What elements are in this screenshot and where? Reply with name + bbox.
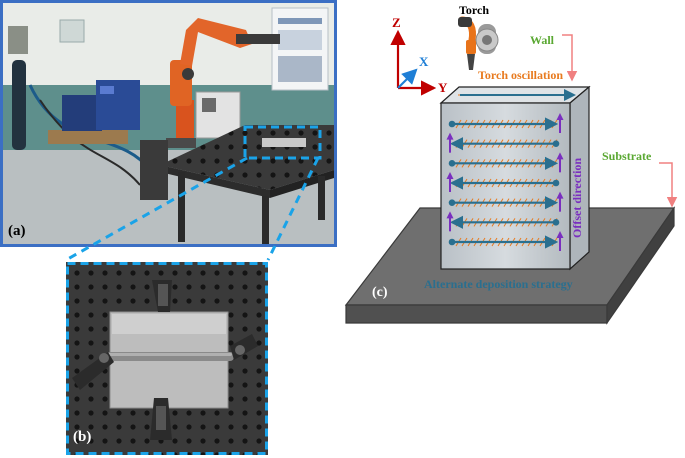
- offset-direction-label: Offset direction: [570, 158, 584, 238]
- offset-arrow: [446, 132, 454, 153]
- alternate-deposition-label: Alternate deposition strategy: [424, 277, 573, 291]
- pass-start-dot: [448, 238, 456, 246]
- offset-arrow: [556, 113, 564, 133]
- offset-arrow: [556, 152, 564, 173]
- zoom-connector-right: [266, 157, 320, 261]
- power-source-left: [62, 95, 102, 131]
- pass-start-dot: [448, 199, 456, 206]
- axis-x-label: X: [419, 54, 429, 69]
- deposition-passes: [448, 117, 560, 249]
- offset-arrow: [446, 211, 454, 232]
- zoom-frame: [66, 262, 268, 455]
- wall-label: Wall: [530, 33, 555, 47]
- substrate-side-face: [606, 206, 675, 325]
- pass-start-dot: [552, 179, 560, 187]
- substrate-pointer-arrow: [659, 162, 678, 208]
- wall-pointer-arrow: [562, 34, 578, 82]
- axis-z-label: Z: [392, 15, 401, 30]
- offset-arrow: [556, 231, 564, 251]
- gas-cylinder: [12, 60, 26, 150]
- panel-label-c: (c): [372, 285, 388, 300]
- zoom-region-box: [243, 125, 322, 160]
- substrate-label: Substrate: [602, 149, 652, 163]
- axis-y-label: Y: [438, 80, 448, 95]
- torch-label: Torch: [459, 3, 489, 17]
- clamp-bottom: [150, 398, 172, 440]
- clamp-right: [230, 334, 258, 360]
- clamp-top: [152, 280, 172, 312]
- pass-start-dot: [448, 120, 456, 128]
- offset-arrow: [446, 172, 454, 192]
- torch-icon: [458, 16, 499, 70]
- substrate-front-face: [345, 304, 608, 324]
- torch-oscillation-label: Torch oscillation: [478, 68, 563, 82]
- photo-frame: [0, 0, 337, 247]
- photo-panel-a: [0, 0, 337, 247]
- clamp-left: [72, 352, 114, 390]
- pass-start-dot: [552, 219, 560, 226]
- zoom-connector-left: [65, 156, 248, 262]
- photo-panel-b: [66, 262, 268, 455]
- offset-arrow: [556, 191, 564, 212]
- pass-start-dot: [552, 140, 560, 147]
- coordinate-axes: [390, 29, 437, 96]
- pass-start-dot: [448, 160, 456, 167]
- offset-direction-arrows: [446, 113, 564, 251]
- panel-label-a: (a): [8, 223, 26, 239]
- welding-robot: [166, 18, 280, 148]
- panel-label-b: (b): [73, 429, 91, 445]
- x-axis-arrow: [397, 68, 418, 89]
